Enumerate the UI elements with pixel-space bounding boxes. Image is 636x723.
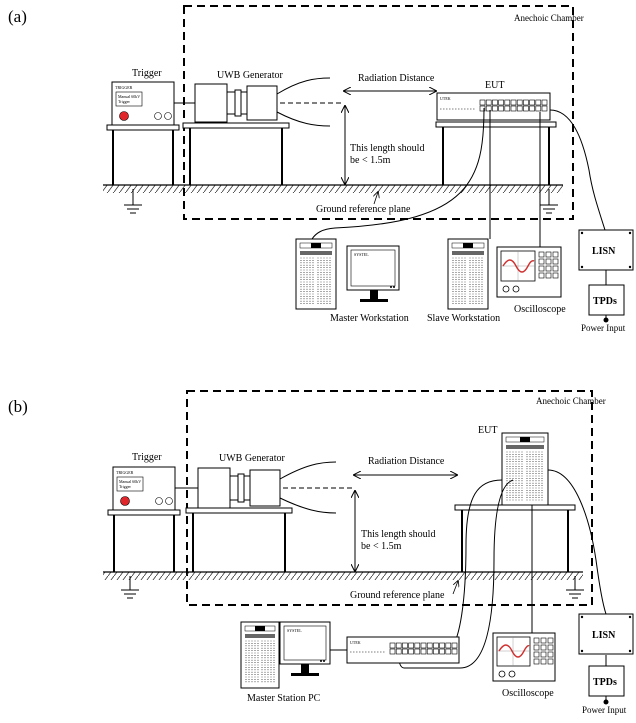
- antenna-lower-b: [279, 497, 337, 514]
- power-input-dot-a: [603, 317, 609, 323]
- chamber-label-a: Anechoic Chamber: [514, 13, 584, 23]
- tpds-box-a: [588, 284, 625, 316]
- eut-tower-b: [501, 432, 549, 506]
- length-label-1-b: This length should: [361, 529, 435, 540]
- svg-text:TRIGGER: TRIGGER: [116, 470, 134, 475]
- trigger-table-a: [106, 124, 180, 185]
- ground-plane-a: [103, 184, 563, 193]
- radiation-label-a: Radiation Distance: [358, 73, 435, 84]
- antenna-upper-a: [276, 77, 331, 95]
- master-label-a: Master Workstation: [330, 313, 409, 324]
- eut-label-b: EUT: [478, 425, 497, 436]
- uwb-generator-b: [197, 467, 281, 509]
- scope-label-a: Oscilloscope: [514, 304, 566, 315]
- power-input-dot-b: [603, 699, 609, 705]
- master-station-tower-b: [240, 621, 280, 689]
- trigger-red-button-b: [120, 496, 130, 506]
- eut-table-a: [435, 121, 557, 185]
- tpds-label-b: TPDs: [593, 677, 617, 688]
- antenna-lower-a: [276, 111, 331, 127]
- svg-text:SYSTEL: SYSTEL: [287, 628, 302, 633]
- length-label-1-a: This length should: [350, 143, 424, 154]
- svg-text:UTEK: UTEK: [350, 640, 361, 645]
- slave-workstation-tower-a: [447, 238, 489, 310]
- panel-a-tag: (a): [8, 7, 27, 26]
- earth-symbol-right-a: [540, 189, 558, 214]
- scope-label-b: Oscilloscope: [502, 688, 554, 699]
- trigger-red-button-a: [119, 111, 129, 121]
- svg-text:Manual 60kV: Manual 60kV: [118, 94, 140, 99]
- generator-table-a: [182, 122, 290, 185]
- eut-label-a: EUT: [485, 80, 504, 91]
- svg-text:Manual 60kV: Manual 60kV: [119, 479, 141, 484]
- uwb-generator-a: [194, 83, 278, 123]
- power-label-a: Power Input: [581, 323, 626, 333]
- generator-label-b: UWB Generator: [219, 453, 285, 464]
- generator-label-a: UWB Generator: [217, 70, 283, 81]
- power-cable-a: [549, 109, 606, 231]
- eut-table-b: [454, 504, 576, 572]
- master-workstation-tower-a: [295, 238, 337, 310]
- oscilloscope-a: [496, 246, 562, 298]
- earth-symbol-right-b: [566, 576, 584, 599]
- lisn-box-a: [578, 229, 634, 271]
- anechoic-chamber-boundary-a: [183, 5, 574, 220]
- radiation-label-b: Radiation Distance: [368, 456, 445, 467]
- ground-label-b: Ground reference plane: [350, 590, 445, 601]
- length-label-2-a: be < 1.5m: [350, 155, 391, 166]
- master-workstation-monitor-a: SYSTEL: [346, 245, 400, 302]
- earth-symbol-left-a: [124, 189, 142, 214]
- master-label-b: Master Station PC: [247, 693, 321, 704]
- oscilloscope-b: [492, 632, 556, 682]
- slave-label-a: Slave Workstation: [427, 313, 500, 324]
- trigger-table-b: [107, 509, 181, 572]
- svg-text:Trigger: Trigger: [118, 99, 131, 104]
- trigger-device-a: TRIGGER Manual 60kV Trigger: [111, 81, 175, 126]
- svg-text:Trigger: Trigger: [119, 484, 132, 489]
- trigger-device-b: TRIGGER Manual 60kV Trigger: [112, 466, 176, 511]
- svg-text:SYSTEL: SYSTEL: [354, 252, 369, 257]
- network-switch-b: UTEK: [346, 636, 460, 664]
- ground-label-a: Ground reference plane: [316, 204, 411, 215]
- ground-plane-b: [103, 571, 583, 580]
- trigger-label-b: Trigger: [132, 452, 162, 463]
- lisn-label-a: LISN: [592, 246, 616, 257]
- antenna-upper-b: [279, 461, 337, 480]
- master-cable-a: [311, 107, 485, 240]
- chamber-label-b: Anechoic Chamber: [536, 396, 606, 406]
- trigger-label-a: Trigger: [132, 68, 162, 79]
- tpds-box-b: [588, 665, 625, 697]
- anechoic-chamber-boundary-b: [186, 390, 593, 606]
- lisn-box-b: [578, 613, 634, 655]
- switch-loop-cable-b: [397, 479, 514, 669]
- panel-b-tag: (b): [8, 397, 28, 416]
- svg-text:UTEK: UTEK: [440, 96, 451, 101]
- earth-symbol-left-b: [121, 576, 139, 599]
- length-label-2-b: be < 1.5m: [361, 541, 402, 552]
- svg-text:TRIGGER: TRIGGER: [115, 85, 133, 90]
- power-label-b: Power Input: [582, 705, 627, 715]
- master-station-monitor-b: SYSTEL: [279, 621, 331, 676]
- lisn-label-b: LISN: [592, 630, 616, 641]
- generator-table-b: [185, 507, 293, 572]
- panel-a: (a) Anechoic Chamber Ground reference pl…: [8, 5, 634, 333]
- power-cable-b: [547, 469, 607, 615]
- tpds-label-a: TPDs: [593, 296, 617, 307]
- panel-b: (b) Anechoic Chamber Ground reference pl…: [8, 390, 634, 715]
- eut-switch-a: UTEK: [436, 92, 551, 121]
